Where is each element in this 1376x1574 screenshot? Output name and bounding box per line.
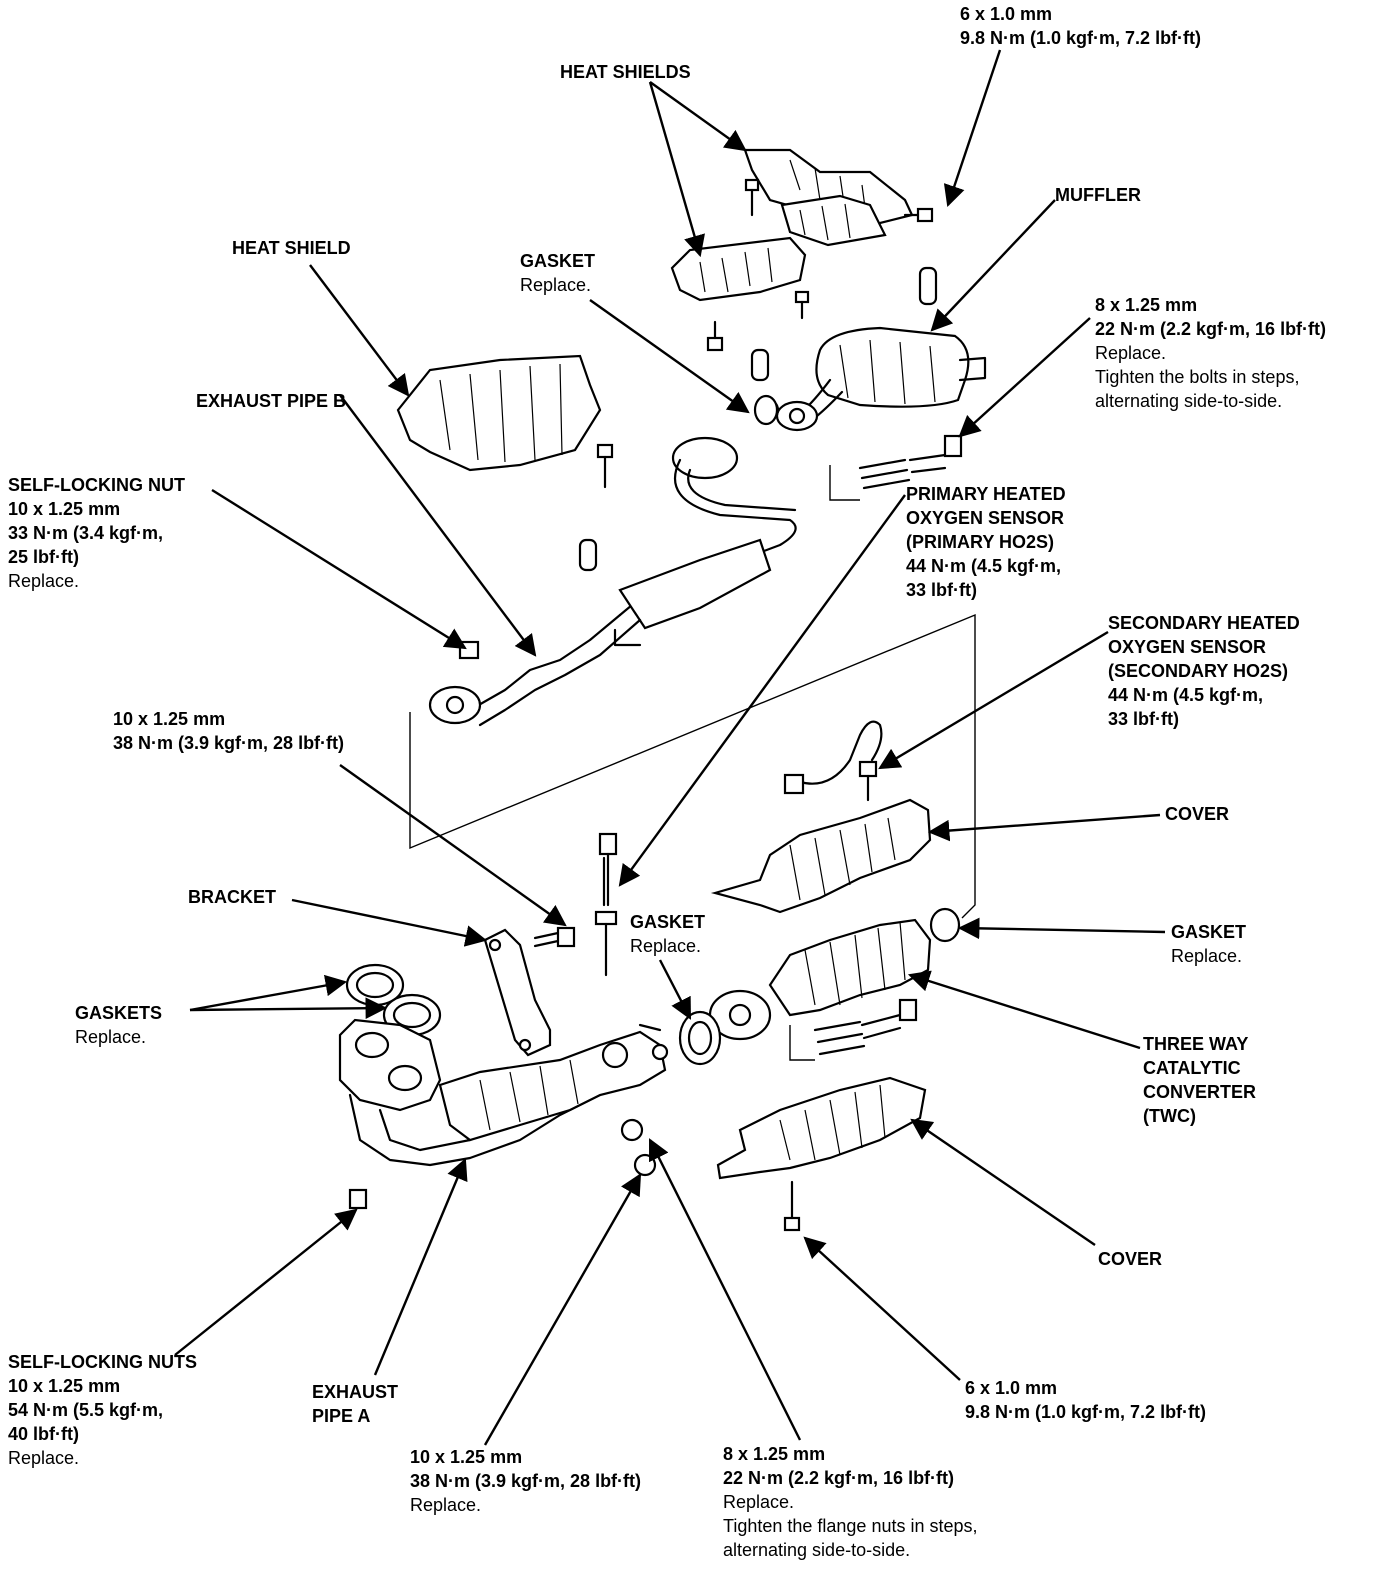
label-cover-upper: COVER <box>1165 804 1230 824</box>
label-gasket-right: GASKET Replace. <box>1171 922 1247 966</box>
label-heat-shields: HEAT SHIELDS <box>560 62 691 82</box>
label-flange-nuts-8: 8 x 1.25 mm 22 N·m (2.2 kgf·m, 16 lbf·ft… <box>723 1444 978 1560</box>
muffler-part <box>750 266 987 432</box>
label-self-locking-nut: SELF-LOCKING NUT 10 x 1.25 mm 33 N·m (3.… <box>8 475 185 591</box>
label-bracket: BRACKET <box>188 887 276 907</box>
label-primary-ho2s: PRIMARY HEATED OXYGEN SENSOR (PRIMARY HO… <box>906 484 1066 600</box>
label-heat-shields-top-bolt: 6 x 1.0 mm 9.8 N·m (1.0 kgf·m, 7.2 lbf·f… <box>960 4 1202 48</box>
cover-lower-part <box>716 1076 927 1232</box>
label-muffler-bolt: 8 x 1.25 mm 22 N·m (2.2 kgf·m, 16 lbf·ft… <box>1095 295 1327 411</box>
secondary-ho2s-part <box>783 720 883 802</box>
leader-arrows <box>174 49 1166 1446</box>
heat-shield-upper-part <box>743 148 914 247</box>
label-cover-bolt: 6 x 1.0 mm 9.8 N·m (1.0 kgf·m, 7.2 lbf·f… <box>965 1378 1207 1422</box>
label-exhaust-pipe-a: EXHAUST PIPE A <box>312 1382 399 1426</box>
gaskets-part <box>345 394 779 1066</box>
label-bracket-bolt: 10 x 1.25 mm 38 N·m (3.9 kgf·m, 28 lbf·f… <box>113 709 345 753</box>
label-gaskets: GASKETS Replace. <box>75 1003 163 1047</box>
label-flange-nuts: 10 x 1.25 mm 38 N·m (3.9 kgf·m, 28 lbf·f… <box>410 1447 642 1515</box>
label-heat-shield: HEAT SHIELD <box>232 238 351 258</box>
primary-ho2s-part <box>594 832 618 977</box>
assembly-guide-lines <box>409 465 976 1061</box>
label-gasket-upper: GASKET Replace. <box>520 251 596 295</box>
twc-part <box>708 907 961 1056</box>
heat-shield-middle-part <box>670 236 807 302</box>
label-muffler: MUFFLER <box>1055 185 1141 205</box>
heat-shield-bolts <box>706 178 934 352</box>
label-gasket-middle: GASKET Replace. <box>630 912 706 956</box>
label-cover-lower: COVER <box>1098 1249 1163 1269</box>
exhaust-pipe-a-part <box>338 1018 669 1210</box>
label-secondary-ho2s: SECONDARY HEATED OXYGEN SENSOR (SECONDAR… <box>1108 613 1300 729</box>
label-twc: THREE WAY CATALYTIC CONVERTER (TWC) <box>1143 1034 1257 1126</box>
label-self-locking-nuts: SELF-LOCKING NUTS 10 x 1.25 mm 54 N·m (5… <box>8 1352 197 1468</box>
cover-upper-part <box>710 798 932 914</box>
label-exhaust-pipe-b: EXHAUST PIPE B <box>196 391 347 411</box>
bracket-part <box>483 926 576 1057</box>
exhaust-pipe-b-part <box>396 354 797 727</box>
